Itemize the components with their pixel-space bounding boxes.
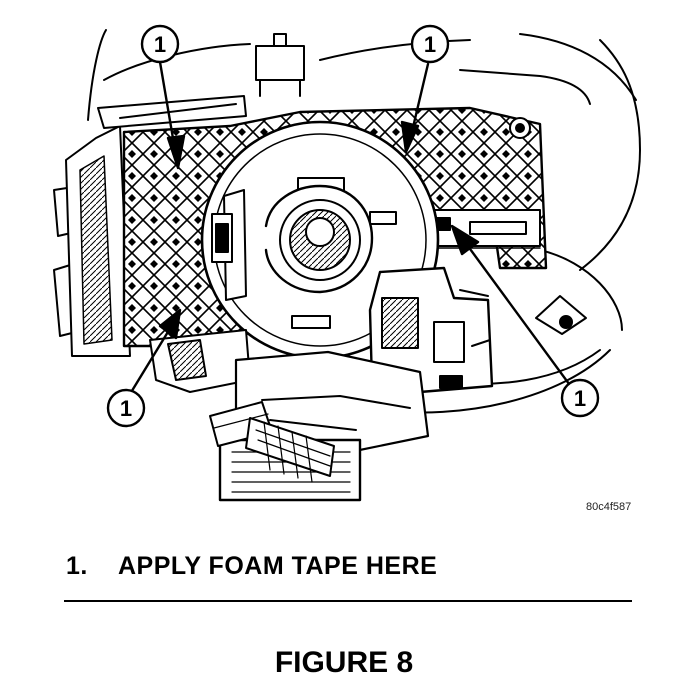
callout-label: 1 [574, 386, 586, 411]
leader-line-bottom-right [460, 236, 574, 390]
top-switch [255, 33, 305, 97]
left-bracket [65, 95, 247, 357]
drawing-reference-code: 80c4f587 [586, 501, 632, 513]
clockspring-rotor [200, 120, 440, 360]
legend-number: 1. [66, 552, 88, 580]
callout-bottom-right: 1 [560, 378, 600, 418]
figure-title: FIGURE 8 [274, 646, 414, 679]
leader-line-bottom-left [128, 320, 176, 396]
callout-top-left: 1 [140, 24, 180, 64]
leader-arrows [128, 60, 574, 396]
callout-label: 1 [154, 32, 166, 57]
legend-divider [64, 600, 632, 602]
callout-top-right: 1 [410, 24, 450, 64]
legend-text: APPLY FOAM TAPE HERE [118, 552, 438, 580]
legend-item: 1. APPLY FOAM TAPE HERE [66, 552, 437, 581]
arrow-head-top-right [400, 120, 420, 154]
arrow-head-bottom-right [450, 224, 480, 256]
bottom-connector [149, 329, 430, 502]
callout-bottom-left: 1 [106, 388, 146, 428]
right-switch-body [368, 266, 494, 394]
callout-label: 1 [424, 32, 436, 57]
arrow-head-bottom-left [158, 308, 182, 340]
arrow-head-top-left [166, 134, 186, 170]
callout-label: 1 [120, 396, 132, 421]
